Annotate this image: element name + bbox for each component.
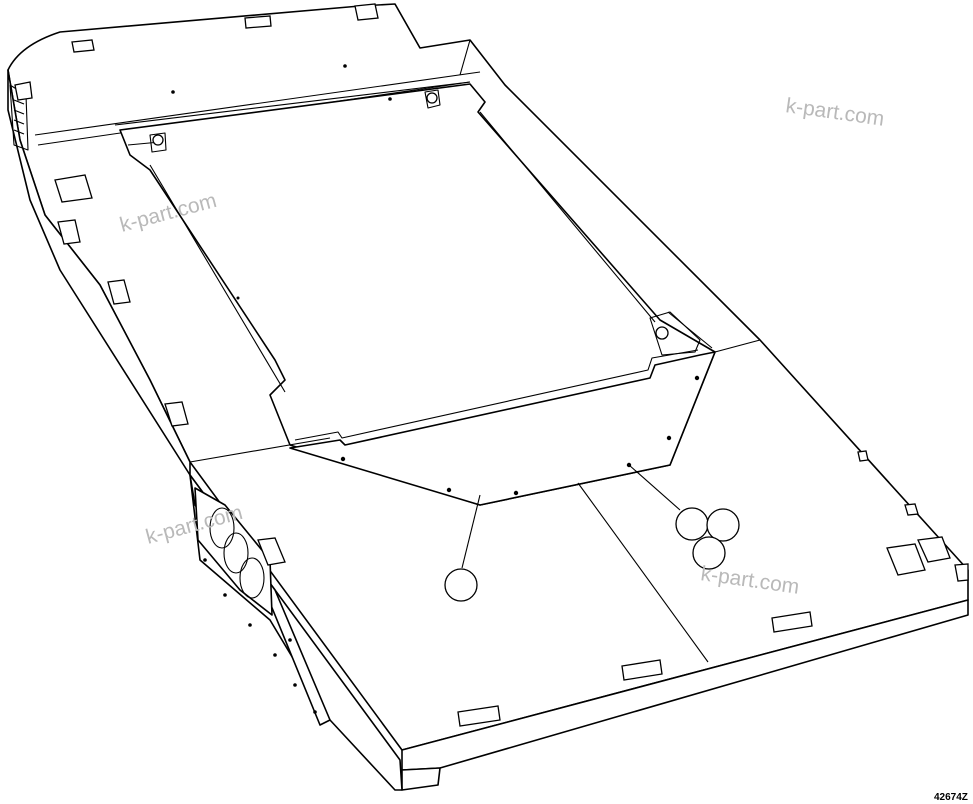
callout-a (675, 507, 709, 541)
callout-left (444, 494, 481, 602)
tray-panel (289, 351, 716, 506)
figure-number: 42674Z (934, 792, 968, 803)
callout-group-right (628, 464, 740, 570)
callout-c (692, 536, 726, 570)
svg-text:k-part.com: k-part.com (784, 94, 885, 131)
panel-front-foot (401, 767, 441, 791)
mounting-pads (14, 3, 969, 727)
side-vent-box (194, 487, 273, 616)
panel-left-side (7, 69, 403, 791)
callout-b (706, 508, 740, 542)
panel-front-edge (401, 599, 969, 771)
